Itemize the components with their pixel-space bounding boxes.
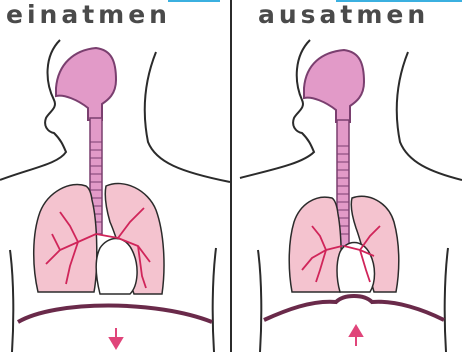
panel-title-inhale: einatmen	[6, 0, 171, 30]
head-profile-outline	[0, 40, 66, 180]
thorax-right-wall	[213, 248, 216, 352]
diaphragm-lowered	[18, 306, 212, 323]
heart-outline	[96, 239, 137, 295]
diaphragm-raised	[264, 296, 444, 320]
nasal-cavity	[304, 50, 364, 122]
nasal-cavity	[56, 48, 116, 120]
head-profile-outline	[240, 40, 314, 178]
thorax-right-wall	[445, 248, 448, 352]
thorax-left-wall	[10, 250, 13, 352]
panel-title-exhale: ausatmen	[258, 0, 429, 30]
back-of-neck-outline	[145, 52, 230, 182]
back-of-neck-outline	[397, 52, 462, 180]
right-lung	[289, 197, 341, 292]
panel-exhale	[240, 40, 462, 352]
thorax-left-wall	[258, 250, 261, 352]
arrow-down-icon	[110, 328, 122, 348]
panel-inhale	[0, 40, 230, 352]
arrow-up-icon	[350, 326, 362, 346]
